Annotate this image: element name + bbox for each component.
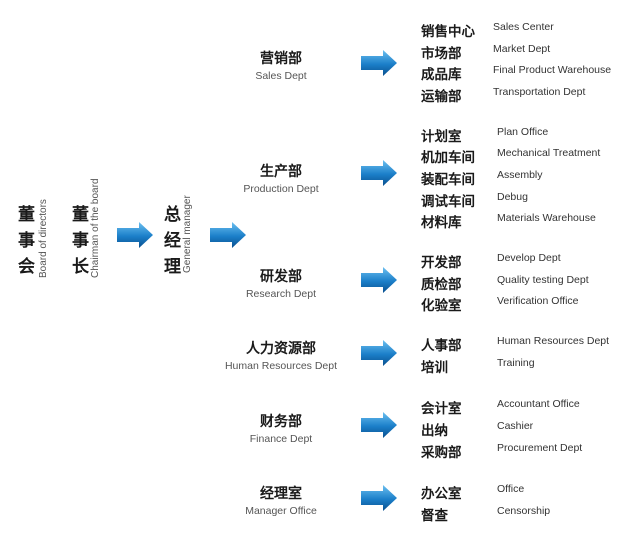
department-name: 经理室 [260,486,302,502]
subunit-name: 会计室 [421,401,462,417]
subunit-name-en: Plan Office [497,126,549,138]
department-name: 生产部 [260,164,302,180]
department-name: 财务部 [260,414,302,430]
subunit-name: 采购部 [421,445,462,461]
arrow-department-to-subunits [361,160,397,186]
board-char-1: 董 [18,205,35,225]
department-name-en: Finance Dept [249,433,313,445]
subunit-name-en: Mechanical Treatment [497,147,601,159]
department-name-en: Sales Dept [255,70,307,82]
subunit-name-en: Assembly [497,169,543,181]
department-node: 生产部 Production Dept [216,161,346,195]
chairman-char-2: 事 [72,231,89,251]
department-node: 人力资源部 Human Resources Dept [216,338,346,372]
arrow-department-to-subunits [361,267,397,293]
subunit-name-en: Develop Dept [497,252,561,264]
subunit-name: 材料库 [421,215,462,231]
subunit-name-en: Final Product Warehouse [493,64,612,76]
subunit-name: 计划室 [421,129,462,145]
subunit-name-en: Verification Office [497,295,579,307]
department-node: 财务部 Finance Dept [216,411,346,445]
subunit-name: 开发部 [421,255,462,271]
subunit-name-en: Materials Warehouse [497,212,596,224]
chairman-char-3: 长 [72,257,89,277]
department-name: 营销部 [260,51,302,67]
arrow-department-to-subunits [361,485,397,511]
board-of-directors-node: 董 事 会 [18,202,35,280]
arrow-department-to-subunits [361,50,397,76]
subunit-name-en: Procurement Dept [497,442,583,454]
gm-char-1: 总 [164,205,181,225]
arrow-department-to-subunits [361,340,397,366]
subunit-name-en: Sales Center [493,21,554,33]
subunit-name-en: Debug [497,191,528,203]
subunit-name-en: Censorship [497,505,551,517]
subunit-name-en: Office [497,483,525,495]
arrow-department-to-subunits [361,412,397,438]
department-name: 研发部 [260,269,302,285]
gm-char-3: 理 [164,257,181,277]
subunit-name-en: Cashier [497,420,534,432]
department-name-en: Manager Office [245,505,317,517]
subunit-name: 运输部 [421,89,462,105]
subunit-name-en: Transportation Dept [493,86,586,98]
gm-char-2: 经 [164,231,181,251]
subunit-name: 培训 [421,360,448,376]
subunit-name: 装配车间 [421,172,475,188]
subunit-name: 办公室 [421,486,462,502]
board-of-directors-en-label: Board of directors [38,199,49,278]
chairman-en-label: Chairman of the board [90,178,101,278]
board-char-3: 会 [18,257,35,277]
subunit-name: 督查 [421,508,448,524]
subunit-name: 质检部 [421,277,462,293]
subunit-name: 市场部 [421,46,462,62]
department-node: 研发部 Research Dept [216,266,346,300]
subunit-name: 化验室 [421,298,462,314]
subunit-name: 机加车间 [421,150,475,166]
general-manager-en-label: General manager [182,195,193,273]
department-name: 人力资源部 [246,341,316,357]
department-name-en: Human Resources Dept [224,360,338,372]
department-name-en: Research Dept [245,288,317,300]
subunit-name: 调试车间 [421,194,475,210]
arrow-chairman-to-gm [117,222,153,248]
subunit-name-en: Training [497,357,535,369]
board-char-2: 事 [18,231,35,251]
subunit-name-en: Accountant Office [497,398,580,410]
arrow-gm-to-departments [210,222,246,248]
department-node: 经理室 Manager Office [216,483,346,517]
general-manager-node: 总 经 理 [164,202,181,280]
subunit-name: 销售中心 [421,24,475,40]
subunit-name-en: Market Dept [493,43,551,55]
department-node: 营销部 Sales Dept [216,48,346,82]
subunit-name: 出纳 [421,423,448,439]
chairman-node: 董 事 长 [72,202,89,280]
department-name-en: Production Dept [243,183,319,195]
chairman-char-1: 董 [72,205,89,225]
subunit-name: 成品库 [421,67,462,83]
subunit-name-en: Human Resources Dept [497,335,610,347]
subunit-name: 人事部 [421,338,462,354]
subunit-name-en: Quality testing Dept [497,274,589,286]
